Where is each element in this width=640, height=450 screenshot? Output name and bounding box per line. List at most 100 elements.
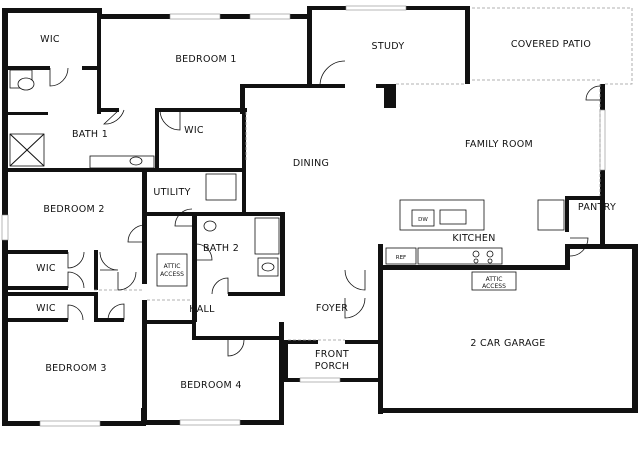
label-hall: HALL <box>189 304 215 315</box>
label-utility: UTILITY <box>153 187 190 198</box>
wall-bath1-south <box>8 168 242 172</box>
door-bath2-b <box>211 277 229 295</box>
dashed-outlines <box>94 7 633 341</box>
door-bath2 <box>195 243 213 261</box>
door-wic-top <box>49 67 69 87</box>
door-patio <box>585 85 601 101</box>
label-dw: DW <box>418 217 428 223</box>
wall-study-corner <box>307 84 312 88</box>
door-bed3 <box>107 303 125 321</box>
wall-dining-west <box>242 108 246 214</box>
label-foyer: FOYER <box>316 303 348 314</box>
wall-garage-north <box>378 265 570 270</box>
wall-bed1-east-lower <box>240 84 245 114</box>
label-bath2: BATH 2 <box>203 243 239 254</box>
windows <box>1 5 606 427</box>
door-hall-closet <box>117 271 137 291</box>
label-wic-top: WIC <box>40 34 60 45</box>
wall-study-west <box>307 8 312 86</box>
label-bedroom2: BEDROOM 2 <box>43 204 104 215</box>
wall-bed3-north <box>94 318 124 322</box>
wall-garage-north-east <box>565 244 635 249</box>
washer-dryer <box>205 173 237 201</box>
label-bedroom3: BEDROOM 3 <box>45 363 106 374</box>
window-bed1 <box>169 13 221 20</box>
wall-study-east <box>465 6 470 84</box>
room-labels: WIC BEDROOM 1 STUDY COVERED PATIO BATH 1… <box>36 34 616 391</box>
wall-bed4-north-b <box>192 336 284 340</box>
burner-3 <box>473 258 479 264</box>
label-attic-garage-2: ACCESS <box>482 283 506 290</box>
label-dining: DINING <box>293 158 329 169</box>
label-kitchen: KITCHEN <box>452 233 495 244</box>
wall-bath1-shower <box>8 112 48 115</box>
door-wic-bath1 <box>159 109 181 131</box>
wall-bed2-east <box>142 168 147 284</box>
sink-bowl-bath2 <box>261 262 275 272</box>
label-attic-hall-2: ACCESS <box>160 271 184 278</box>
toilet-bath1 <box>17 77 35 91</box>
burner-2 <box>486 250 494 258</box>
label-front-porch-1: FRONT <box>315 349 349 360</box>
toilet-bath2 <box>203 220 217 232</box>
window-bed1-b <box>249 13 291 20</box>
wall-bath2-north <box>192 212 285 216</box>
wall-bed1-south-a <box>97 108 119 112</box>
label-attic-hall-1: ATTIC <box>164 263 181 270</box>
refrigerator <box>385 247 417 265</box>
label-garage: 2 CAR GARAGE <box>470 338 545 349</box>
wall-pantry-south <box>565 244 570 268</box>
attic-access-garage-box <box>471 271 517 291</box>
door-wic3 <box>67 304 84 321</box>
door-foyer <box>344 297 366 319</box>
wall-wic2-south <box>8 286 68 290</box>
wall-wic3-east <box>94 292 98 322</box>
window-bed3 <box>39 420 101 427</box>
wall-bed2-south <box>8 250 68 254</box>
wall-wic-top-south-b <box>82 66 100 70</box>
sink-bath1 <box>129 156 143 166</box>
label-pantry: PANTRY <box>578 202 616 213</box>
door-hall-closet-b <box>99 251 119 271</box>
kitchen-counter <box>417 247 503 265</box>
label-attic-garage-1: ATTIC <box>486 276 503 283</box>
wall-wic2-east <box>94 250 98 290</box>
label-covered-patio: COVERED PATIO <box>511 39 591 50</box>
wall-porch-north-b <box>345 340 383 344</box>
label-wic-bed2: WIC <box>36 263 56 274</box>
door-garage <box>344 269 366 291</box>
doors <box>49 60 601 357</box>
label-study: STUDY <box>372 41 405 52</box>
wall-garage-west <box>378 244 383 414</box>
walls <box>2 6 638 426</box>
tub-bath2 <box>254 217 280 255</box>
wall-bed4-east <box>279 322 284 425</box>
attic-access-hall-box <box>156 253 188 287</box>
label-bath1: BATH 1 <box>72 129 108 140</box>
wall-utility-south <box>142 212 192 216</box>
wall-pantry-north <box>565 196 605 200</box>
kitchen-sink <box>439 209 467 225</box>
wall-wic3-south <box>8 318 68 322</box>
label-ref: REF <box>396 255 406 261</box>
wall-porch-north <box>280 340 318 344</box>
label-wic-bed3: WIC <box>36 303 56 314</box>
door-bed4 <box>227 339 245 357</box>
window-porch <box>299 377 341 383</box>
wall-bed4-closet <box>192 320 196 340</box>
burner-4 <box>487 258 493 264</box>
label-front-porch-2: PORCH <box>315 361 350 372</box>
dishwasher <box>411 209 435 227</box>
wall-study-door-jamb <box>376 84 388 88</box>
outer-wall-south-garage <box>378 408 638 413</box>
wall-bath2-south <box>228 292 285 296</box>
wall-bath2-east <box>280 212 285 296</box>
door-study <box>319 60 346 87</box>
wall-bed1-study-south <box>240 84 345 88</box>
outer-wall-north-wic <box>2 8 100 13</box>
label-bedroom4: BEDROOM 4 <box>180 380 241 391</box>
patio-outline <box>472 7 633 85</box>
wall-step <box>97 8 102 18</box>
wall-wic-top-south <box>8 66 50 70</box>
